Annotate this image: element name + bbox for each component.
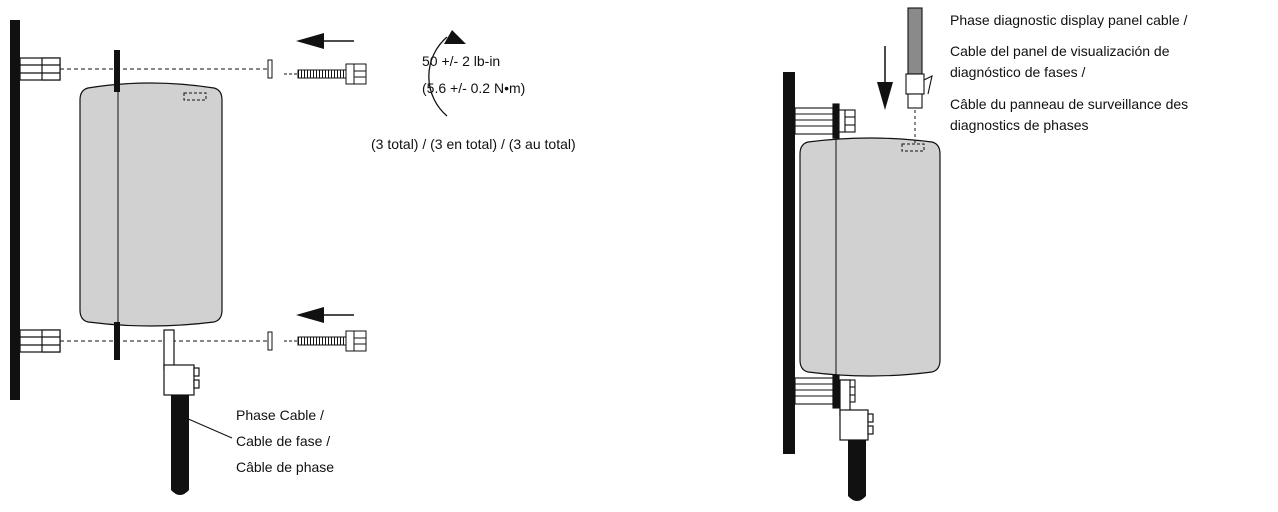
left-upper-standoff [19,57,61,81]
display-cable-label-fr-2: diagnostics de phases [950,117,1089,133]
left-lower-standoff [19,329,61,353]
left-figure: 50 +/- 2 lb-in (5.6 +/- 0.2 N•m) (3 tota… [10,20,576,495]
right-figure: Phase diagnostic display panel cable / C… [783,7,1188,501]
upper-washer [267,59,273,79]
torque-value-imperial: 50 +/- 2 lb-in [422,53,500,69]
phase-cable-label-fr: Câble de phase [236,459,334,475]
torque-rotation-icon [428,30,466,117]
left-module-body [79,82,223,327]
lower-left-arrow-icon [296,307,354,323]
display-cable-label-en: Phase diagnostic display panel cable / [950,12,1187,28]
torque-value-metric: (5.6 +/- 0.2 N•m) [422,80,525,96]
right-phase-cable-lug [839,379,874,441]
left-mounting-bracket-bottom [114,322,120,360]
lower-mounting-screw [284,330,367,352]
display-cable-label-es-1: Cable del panel de visualización de [950,43,1170,59]
left-module-connector-port [183,92,207,101]
phase-cable-lug [163,329,200,396]
right-module-connector-port [901,143,925,152]
right-upper-fastener [794,103,856,139]
display-panel-cable [907,7,923,75]
left-mounting-panel [10,20,20,400]
lower-washer [267,331,273,351]
right-phase-cable [848,440,866,501]
left-mounting-bracket-top [114,50,120,92]
phase-cable-leader-line [185,417,233,439]
phase-cable [171,395,189,495]
screw-quantity-label: (3 total) / (3 en total) / (3 au total) [371,136,576,152]
phase-cable-label-es: Cable de fase / [236,433,330,449]
phase-cable-label-en: Phase Cable / [236,407,324,423]
display-cable-label-es-2: diagnóstico de fases / [950,64,1086,80]
upper-mounting-screw [284,63,367,85]
right-mounting-panel [783,72,795,454]
display-cable-connector [905,73,933,109]
display-cable-label-fr-1: Câble du panneau de surveillance des [950,96,1188,112]
upper-left-arrow-icon [296,33,354,49]
right-module-body [799,137,941,377]
down-arrow-icon [877,46,893,110]
